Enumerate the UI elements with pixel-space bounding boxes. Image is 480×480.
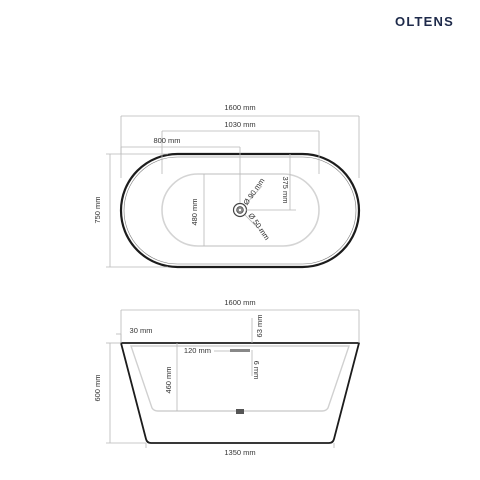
tub-side-basin-line xyxy=(130,345,350,412)
dim-overflow-width: 120 mm xyxy=(184,346,211,355)
dim-overall-length: 1600 mm xyxy=(224,103,255,112)
dim-inner-width: 480 mm xyxy=(190,198,199,225)
dim-inner-length: 1030 mm xyxy=(224,120,255,129)
dim-overall-width: 750 mm xyxy=(93,196,102,223)
tub-side-outline xyxy=(120,342,360,444)
dim-overflow-height: 63 mm xyxy=(255,315,264,338)
dim-overall-height: 600 mm xyxy=(93,374,102,401)
brand-logo: OLTENS xyxy=(395,14,454,29)
dim-bottom-length: 1350 mm xyxy=(224,448,255,457)
overflow-icon xyxy=(230,349,250,352)
side-view: 1600 mm 30 mm 63 mm 120 mm 6 mm 600 mm 4… xyxy=(93,298,360,457)
top-view: 1600 mm 1030 mm 800 mm 750 mm 480 mm 375… xyxy=(93,103,361,269)
drain-icon xyxy=(232,202,248,218)
dim-drain-offset: 800 mm xyxy=(153,136,180,145)
dim-rim-thickness: 30 mm xyxy=(130,326,153,335)
dim-overflow-thickness: 6 mm xyxy=(252,361,261,380)
side-drain-icon xyxy=(236,409,244,414)
dim-inner-depth: 460 mm xyxy=(164,366,173,393)
dim-side-top-length: 1600 mm xyxy=(224,298,255,307)
dim-drain-to-edge: 375 mm xyxy=(281,176,290,203)
